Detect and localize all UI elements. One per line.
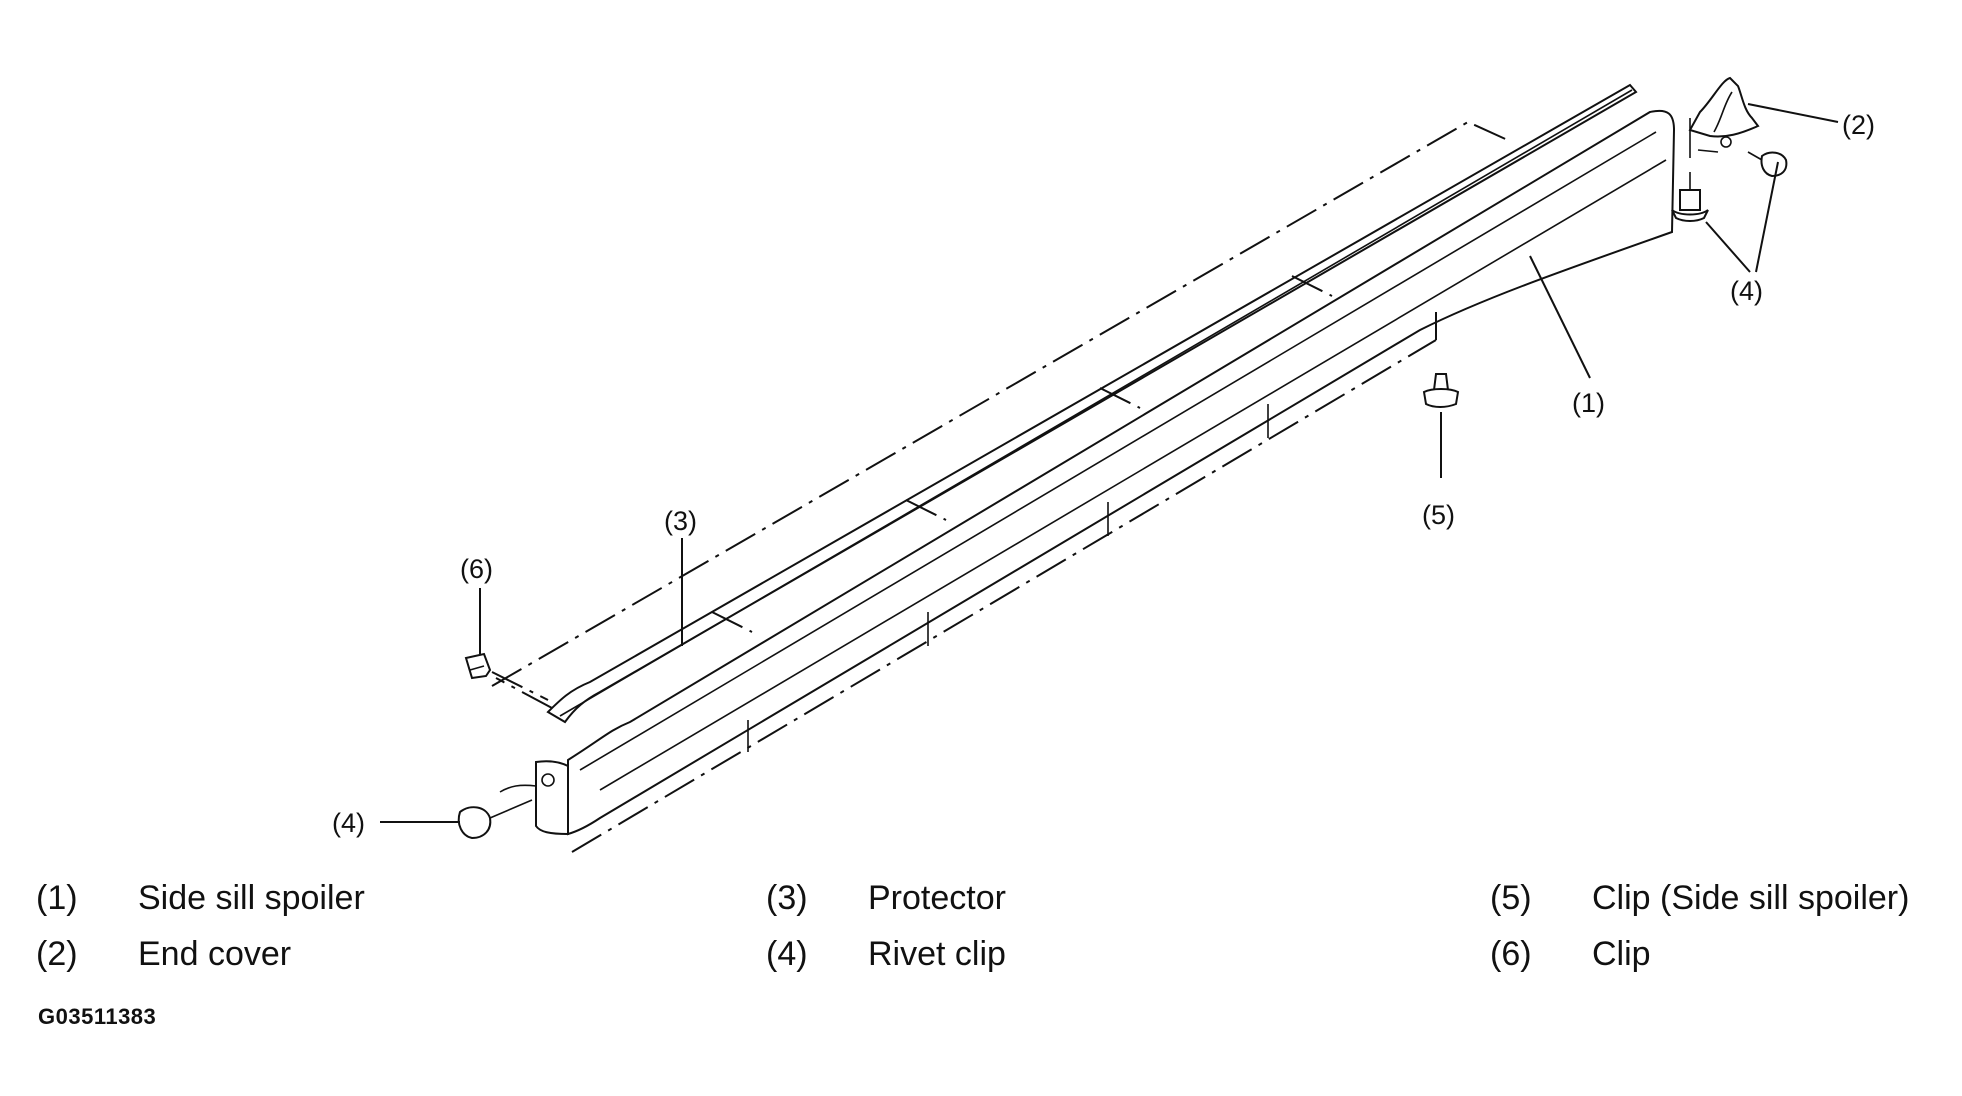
legend-number: (1) [36,879,78,917]
callout-4-bottom: (4) [332,808,365,838]
callout-2: (2) [1842,110,1875,140]
rivet-clip-side-part [1671,172,1709,222]
clip-side-sill-part [1422,373,1460,408]
legend-description: Clip [1592,935,1651,973]
leader-4-top [1705,161,1779,273]
legend-number: (5) [1490,879,1532,917]
side-sill-spoiler-part [499,109,1676,836]
parts-legend: (1) Side sill spoiler (2) End cover (3) … [0,878,1962,998]
callout-5: (5) [1422,500,1455,530]
leader-1 [1529,255,1591,379]
clip-part [464,652,549,701]
callout-4-top: (4) [1730,276,1763,306]
outline-lower [571,339,1437,853]
legend-number: (3) [766,879,808,917]
rivet-clip-bottom-part [457,799,533,840]
rivet-clip-top-part [1747,151,1788,178]
outline-upper [491,120,1513,687]
callout-6: (6) [460,554,493,584]
exploded-parts-diagram: (1) (2) (3) (4) (4) (5) (6) [332,76,1875,853]
legend-description: Protector [868,879,1006,917]
legend-number: (2) [36,935,78,973]
legend-description: End cover [138,935,292,973]
legend-number: (4) [766,935,808,973]
legend-description: Clip (Side sill spoiler) [1592,879,1910,917]
legend-description: Rivet clip [868,935,1006,973]
callout-3: (3) [664,506,697,536]
end-cover-part [1688,76,1760,158]
protector-part [546,83,1638,724]
legend-number: (6) [1490,935,1532,973]
figure-code: G03511383 [38,1004,157,1029]
leader-2 [1747,103,1839,123]
callout-1: (1) [1572,388,1605,418]
legend-description: Side sill spoiler [138,879,365,917]
